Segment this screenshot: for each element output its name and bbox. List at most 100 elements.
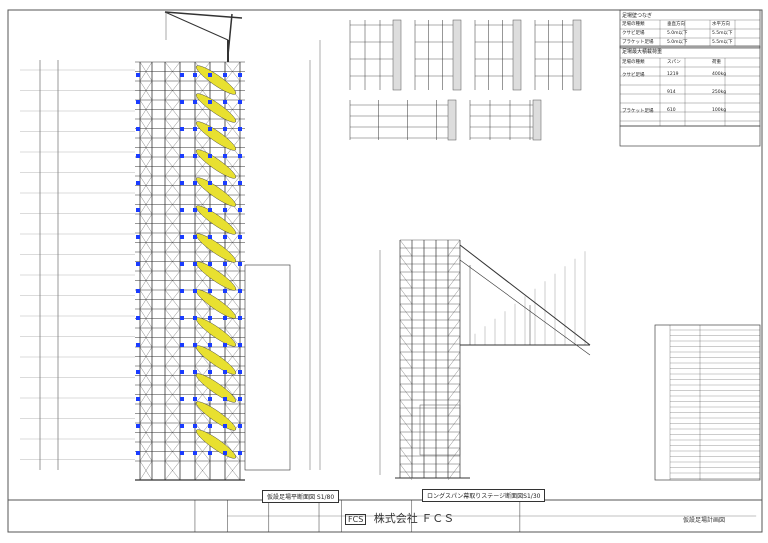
wall-tie-marker bbox=[238, 424, 242, 428]
wall-tie-marker bbox=[180, 316, 184, 320]
wall-tie-marker bbox=[208, 262, 212, 266]
title-block-grid bbox=[194, 500, 757, 532]
stair-flight bbox=[195, 233, 237, 263]
wall-tie-marker bbox=[136, 316, 140, 320]
stair-flight bbox=[195, 401, 237, 431]
stair-flight bbox=[195, 177, 237, 207]
wall-tie-marker bbox=[238, 154, 242, 158]
wall-tie-marker bbox=[223, 154, 227, 158]
wall-tie-marker bbox=[208, 316, 212, 320]
wall-tie-marker bbox=[208, 127, 212, 131]
spec-tables bbox=[619, 9, 761, 481]
wall-tie-marker bbox=[223, 343, 227, 347]
wall-tie-marker bbox=[180, 451, 184, 455]
table-header: 足場の種類 bbox=[622, 60, 645, 65]
wall-tie-marker bbox=[180, 397, 184, 401]
wall-tie-marker bbox=[136, 289, 140, 293]
wall-tie-marker bbox=[223, 370, 227, 374]
table-cell: ブラケット足場 bbox=[622, 40, 654, 45]
tower-crane bbox=[164, 11, 243, 62]
wall-tie-marker bbox=[208, 451, 212, 455]
wall-tie-marker bbox=[223, 100, 227, 104]
section-caption: ロングスパン幕取りステージ断面図S1/30 bbox=[422, 489, 546, 502]
wall-tie-marker bbox=[193, 343, 197, 347]
stair-flight bbox=[195, 121, 237, 151]
table-header: 荷重 bbox=[712, 60, 721, 65]
wall-tie-marker bbox=[238, 262, 242, 266]
wall-tie-marker bbox=[193, 424, 197, 428]
wall-tie-marker bbox=[238, 397, 242, 401]
stage-section bbox=[379, 239, 591, 481]
wall-tie-marker bbox=[208, 397, 212, 401]
wall-tie-marker bbox=[180, 262, 184, 266]
wall-tie-marker bbox=[180, 235, 184, 239]
wall-tie-marker bbox=[208, 154, 212, 158]
table-cell: クサビ足場 bbox=[622, 31, 645, 36]
wall-tie-marker bbox=[180, 424, 184, 428]
elevation-caption: 仮設足場平断面図 S1/80 bbox=[262, 490, 340, 503]
wall-tie-marker bbox=[136, 370, 140, 374]
table-header: スパン bbox=[667, 60, 681, 65]
wall-tie-marker bbox=[193, 289, 197, 293]
wall-tie-marker bbox=[136, 397, 140, 401]
wall-tie-marker bbox=[136, 181, 140, 185]
wall-tie-marker bbox=[208, 424, 212, 428]
wall-tie-marker bbox=[180, 208, 184, 212]
wall-tie-marker bbox=[136, 424, 140, 428]
scaffold-elevation bbox=[135, 61, 291, 481]
wall-tie-marker bbox=[208, 208, 212, 212]
company-name: 株式会社 ＦＣＳ bbox=[373, 512, 455, 525]
wall-tie-marker bbox=[238, 127, 242, 131]
table-cell: 1219 bbox=[667, 72, 679, 77]
wall-tie-marker bbox=[136, 262, 140, 266]
wall-tie-marker bbox=[136, 73, 140, 77]
wall-tie-marker bbox=[238, 451, 242, 455]
level-dimensions bbox=[20, 40, 321, 470]
stair-flight bbox=[195, 261, 237, 291]
wall-tie-marker bbox=[193, 370, 197, 374]
wall-tie-marker bbox=[238, 181, 242, 185]
wall-tie-marker bbox=[193, 100, 197, 104]
wall-tie-marker bbox=[180, 289, 184, 293]
table-cell: 5.5m以下 bbox=[712, 40, 733, 45]
wall-tie-marker bbox=[238, 100, 242, 104]
wall-tie-marker bbox=[208, 343, 212, 347]
wall-tie-marker bbox=[223, 451, 227, 455]
wall-tie-marker bbox=[238, 343, 242, 347]
table-cell: ブラケット足場 bbox=[622, 109, 654, 114]
max-load-title: 足場最大積載荷重 bbox=[622, 49, 663, 55]
stair-flight bbox=[195, 149, 237, 179]
wall-tie-marker bbox=[223, 208, 227, 212]
table-header: 足場の種類 bbox=[622, 22, 645, 27]
wall-tie-marker bbox=[180, 154, 184, 158]
wall-tie-marker bbox=[223, 73, 227, 77]
wall-tie-marker bbox=[208, 73, 212, 77]
wall-tie-marker bbox=[208, 235, 212, 239]
wall-tie-marker bbox=[223, 181, 227, 185]
wall-tie-marker bbox=[223, 235, 227, 239]
wall-tie-marker bbox=[193, 181, 197, 185]
wall-tie-marker bbox=[180, 127, 184, 131]
wall-tie-marker bbox=[208, 181, 212, 185]
wall-tie-marker bbox=[136, 154, 140, 158]
wall-tie-marker bbox=[180, 181, 184, 185]
wall-tie-marker bbox=[193, 127, 197, 131]
wall-tie-marker bbox=[223, 397, 227, 401]
wall-tie-marker bbox=[136, 127, 140, 131]
detail-sketches bbox=[349, 19, 582, 141]
wall-tie-marker bbox=[136, 100, 140, 104]
wall-tie-marker bbox=[238, 235, 242, 239]
table-cell: 5.0m以下 bbox=[667, 40, 688, 45]
wall-tie-marker bbox=[136, 235, 140, 239]
wall-tie-marker bbox=[223, 262, 227, 266]
wall-tie-marker bbox=[223, 424, 227, 428]
stair-flight bbox=[195, 93, 237, 123]
wall-tie-marker bbox=[193, 208, 197, 212]
wall-tie-marker bbox=[223, 289, 227, 293]
wall-tie-marker bbox=[193, 73, 197, 77]
wall-tie-marker bbox=[238, 208, 242, 212]
wall-tie-marker bbox=[193, 397, 197, 401]
stair-flight bbox=[195, 65, 237, 95]
wall-tie-marker bbox=[180, 343, 184, 347]
